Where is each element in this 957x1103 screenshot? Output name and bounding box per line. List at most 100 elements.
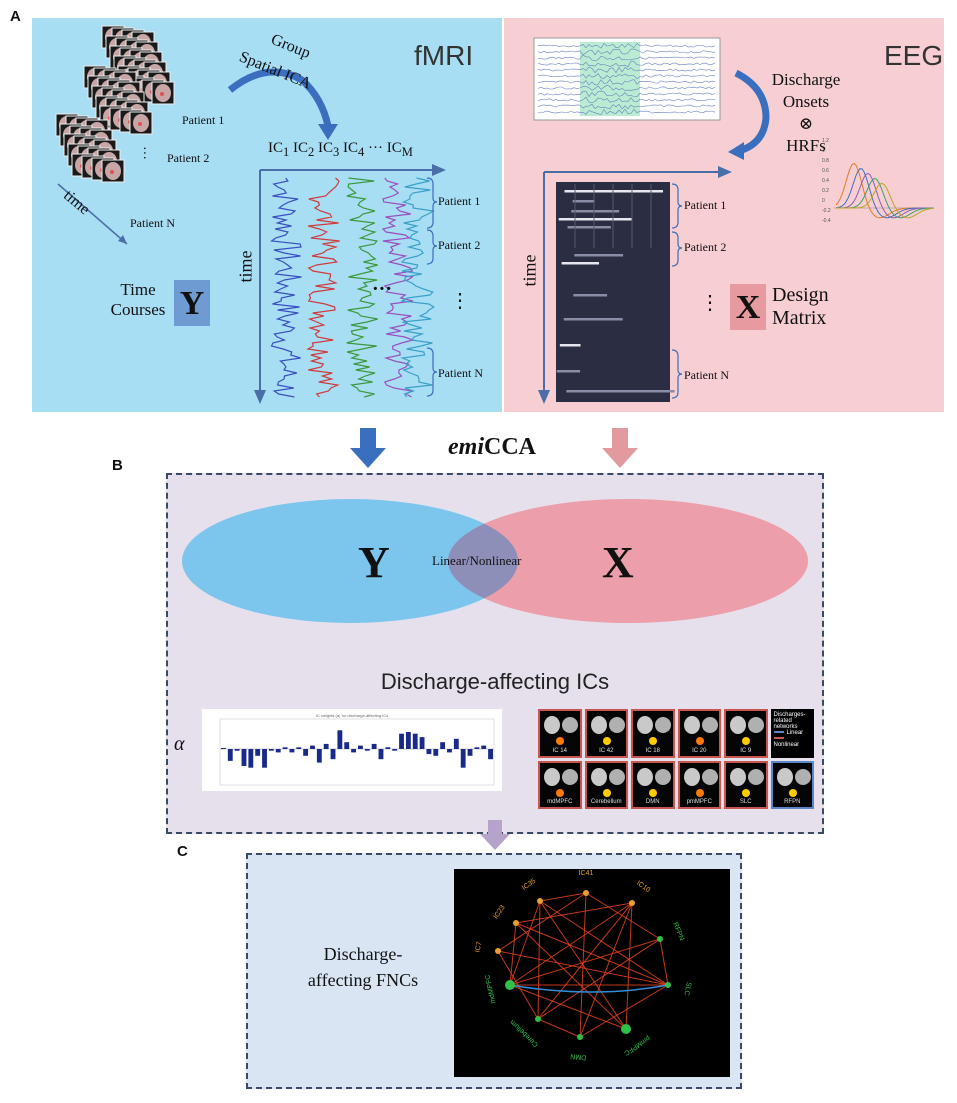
- brain-map-cell: IC 42: [584, 709, 628, 758]
- hrf-tick-label: 0.4: [822, 178, 829, 184]
- discharge-onsets-label: Discharge Onsets ⊗ HRFs: [771, 70, 841, 155]
- fnc-edge: [537, 902, 633, 1020]
- ts-patient-n-label: Patient N: [438, 366, 483, 380]
- fnc-edge: [537, 1018, 581, 1038]
- design-matrix-band: [572, 200, 595, 203]
- eeg-channel-trace: [537, 73, 716, 80]
- emicca-box: Y X Linear/Nonlinear Discharge-affecting…: [166, 473, 824, 834]
- hrf-tick-label: 0.2: [822, 188, 829, 194]
- alpha-bar-12: [296, 747, 302, 749]
- alpha-bar-35: [453, 738, 459, 749]
- design-matrix-band: [567, 226, 611, 229]
- brain-slice-spot: [138, 122, 142, 126]
- alpha-bar-5: [248, 749, 254, 768]
- alpha-bar-15: [316, 749, 322, 763]
- eeg-traces: [537, 42, 716, 115]
- eeg-channel-trace: [537, 48, 716, 56]
- group-ica-arrow: [227, 68, 332, 127]
- alpha-bar-1: [221, 747, 226, 749]
- ts-patient-2-label: Patient 2: [438, 238, 481, 252]
- stack-patient-1-label: Patient 1: [182, 113, 225, 127]
- eeg-channel-trace: [537, 42, 716, 49]
- fnc-node: [665, 982, 671, 988]
- alpha-bar-21: [358, 745, 363, 749]
- brain-map-cell: IC 20: [677, 709, 721, 758]
- brain-map-cell: IC 18: [631, 709, 675, 758]
- time-course-ic-3: [346, 177, 379, 398]
- time-course-ic-5: [400, 177, 436, 398]
- alpha-bar-25: [385, 747, 391, 749]
- alpha-bar-chart: IC weights (α) for discharge-affecting I…: [202, 709, 502, 791]
- x-matrix-badge: X: [730, 284, 766, 330]
- fnc-edge: [625, 902, 633, 1030]
- bracket-patient-1: [426, 177, 438, 229]
- hrf-curve: [836, 172, 934, 219]
- brain-map-cell: RFPN: [770, 760, 814, 809]
- y-matrix-badge: Y: [174, 280, 210, 326]
- design-matrix-band: [564, 190, 664, 193]
- alpha-symbol: α: [174, 733, 185, 755]
- brain-slice-spot: [160, 92, 164, 96]
- venn-diagram: [182, 499, 808, 623]
- venn-x-label: X: [602, 538, 634, 587]
- venn-y-ellipse: [182, 499, 518, 623]
- ts-ellipsis-h: ···: [372, 278, 393, 300]
- eeg-patient-1-label: Patient 1: [684, 198, 727, 212]
- panel-b-label: B: [112, 457, 123, 474]
- time-course-ic-1: [270, 177, 302, 398]
- brain-legend-title: Discharges-related networks: [773, 712, 806, 730]
- fmri-panel: ··· fMRI Group Spatial ICA Patient 1 Pat…: [32, 18, 502, 412]
- fnc-node: [621, 1024, 631, 1034]
- fnc-edge: [497, 950, 669, 986]
- alpha-bar-26: [392, 749, 398, 751]
- alpha-bar-11: [289, 749, 295, 753]
- brain-stack-patient-n: [55, 113, 125, 183]
- eeg-channel-trace: [537, 66, 716, 74]
- alpha-bar-40: [488, 749, 493, 760]
- fnc-node: [577, 1034, 583, 1040]
- emicca-title: emiCCA: [448, 434, 536, 460]
- eeg-patient-2-label: Patient 2: [684, 240, 727, 254]
- fnc-node-label: DMN: [570, 1052, 587, 1060]
- eeg-channel-trace: [537, 90, 716, 98]
- stack-patient-n-label: Patient N: [130, 216, 175, 230]
- fnc-network: IC23IC35IC41IC10RFPNSLCpmMPFCDMNCerebell…: [454, 869, 730, 1077]
- brain-map-label: mdMPFC: [547, 799, 573, 805]
- brain-map-cell: DMN: [631, 760, 675, 809]
- brain-map-label: IC 20: [692, 747, 707, 754]
- eeg-bracket-patient-1: [671, 183, 683, 229]
- fnc-edge: [509, 902, 633, 986]
- time-courses: [270, 177, 436, 398]
- hrf-tick-label: 1: [822, 148, 825, 154]
- alpha-bar-29: [412, 733, 418, 749]
- time-courses-label: Time Courses: [110, 280, 166, 319]
- hrf-tick-label: -0.4: [822, 218, 831, 224]
- alpha-bar-34: [447, 749, 452, 753]
- fmri-stack-graphic: ···: [55, 25, 446, 404]
- ic-header: IC1 IC2 IC3 IC4 ··· ICM: [268, 140, 413, 159]
- discharge-arrow: [734, 69, 770, 154]
- fnc-node: [495, 948, 501, 954]
- venn-overlap-label: Linear/Nonlinear: [432, 553, 522, 568]
- fnc-node: [535, 1016, 541, 1022]
- design-matrix-band: [573, 294, 608, 297]
- brain-slice-spot: [110, 170, 114, 174]
- fnc-edge: [579, 892, 587, 1038]
- panel-a-label: A: [10, 8, 21, 25]
- b-to-c-arrow: [480, 820, 510, 850]
- fnc-node: [505, 980, 515, 990]
- fnc-node: [657, 936, 663, 942]
- alpha-bar-7: [262, 749, 267, 768]
- time-course-ic-4: [381, 177, 415, 398]
- eeg-channel-trace: [537, 78, 716, 86]
- alpha-bar-31: [426, 749, 432, 755]
- alpha-bar-23: [371, 743, 377, 749]
- alpha-bar-16: [323, 743, 329, 749]
- eeg-patient-n-label: Patient N: [684, 368, 729, 382]
- hrf-tick-label: 0: [822, 198, 825, 204]
- brain-map-label: RFPN: [784, 799, 801, 805]
- alpha-bar-14: [310, 745, 315, 749]
